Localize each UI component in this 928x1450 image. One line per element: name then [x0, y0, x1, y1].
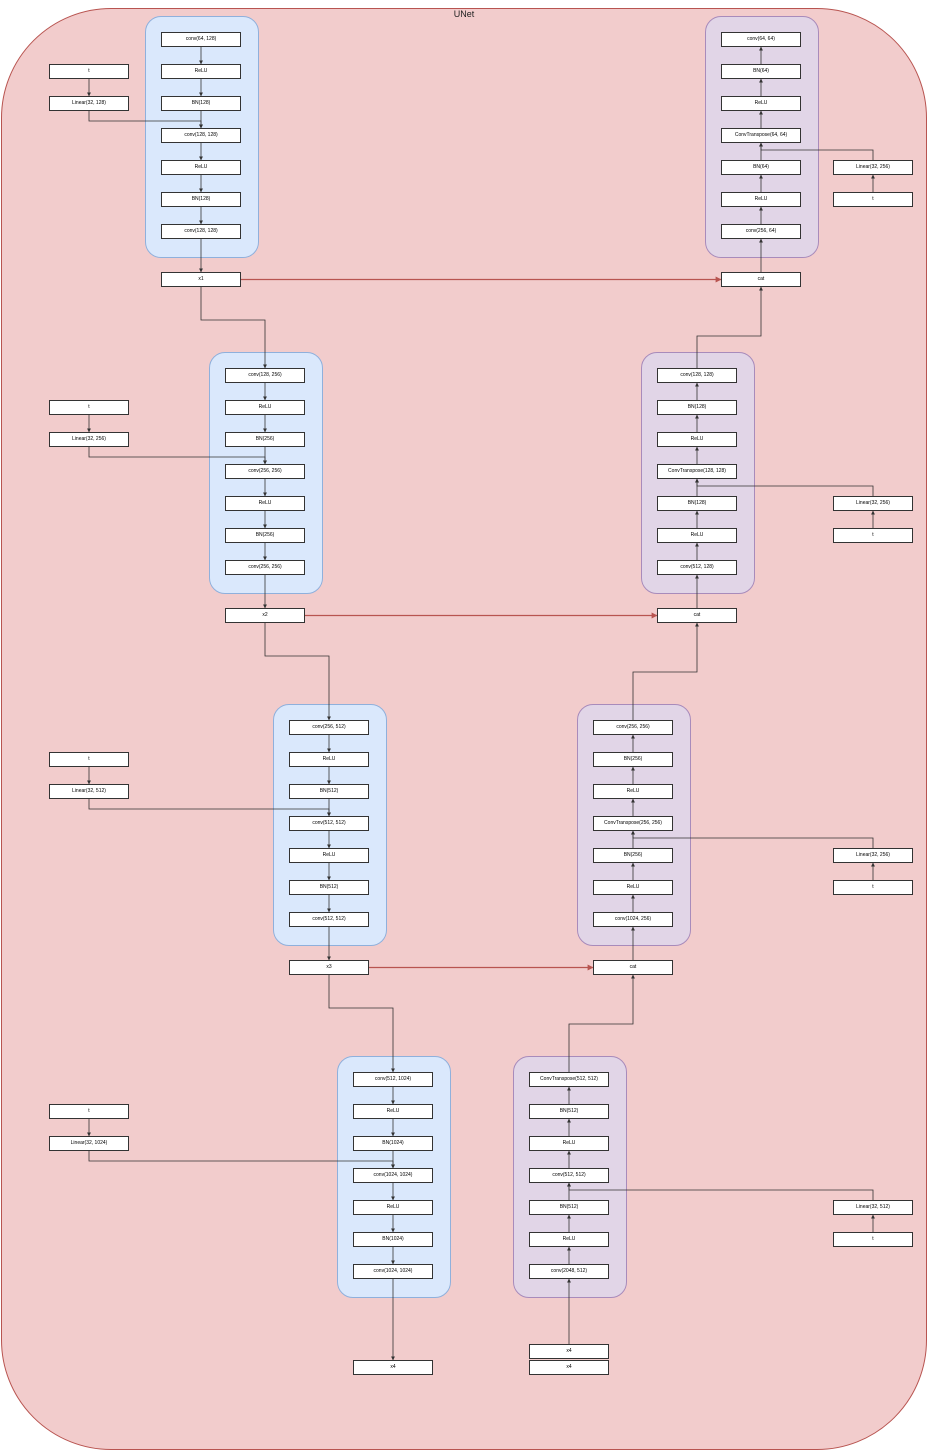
- encoder-3-layer: ReLU: [289, 752, 369, 767]
- decoder-1-layer: conv(256, 64): [721, 224, 801, 239]
- time-input: t: [833, 192, 913, 207]
- encoder-2-layer: conv(256, 256): [225, 560, 305, 575]
- encoder-4-layer: ReLU: [353, 1104, 433, 1119]
- decoder-3-layer: BN(256): [593, 848, 673, 863]
- time-input: t: [49, 752, 129, 767]
- decoder-3-layer: ConvTranspose(256, 256): [593, 816, 673, 831]
- decoder-1-layer: BN(64): [721, 64, 801, 79]
- decoder-1-layer: ReLU: [721, 96, 801, 111]
- encoder-2-layer: ReLU: [225, 496, 305, 511]
- encoder-1-layer: BN(128): [161, 96, 241, 111]
- encoder-3-layer: conv(256, 512): [289, 720, 369, 735]
- time-inject-edge: [567, 1182, 874, 1200]
- decoder-3-layer: BN(256): [593, 752, 673, 767]
- encoder-2-layer: BN(256): [225, 432, 305, 447]
- encoder-3-layer: conv(512, 512): [289, 816, 369, 831]
- time-input: t: [49, 400, 129, 415]
- time-linear: Linear(32, 512): [833, 1200, 913, 1215]
- diagram-title: UNet: [453, 9, 475, 19]
- encoder-1-layer: ReLU: [161, 160, 241, 175]
- decoder-4-layer: ReLU: [529, 1136, 609, 1151]
- encoder-2-layer: conv(128, 256): [225, 368, 305, 383]
- decoder-1-layer: conv(64, 64): [721, 32, 801, 47]
- encoder-2-layer: ReLU: [225, 400, 305, 415]
- time-input: t: [833, 1232, 913, 1247]
- unet-diagram: UNet conv(64, 128) ReLU BN(128) conv(128, 1…: [1, 8, 927, 1450]
- up-edge: [568, 974, 635, 1072]
- decoder-4-layer: conv(2048, 512): [529, 1264, 609, 1279]
- skip-output-x4: x4: [353, 1360, 433, 1375]
- down-edge: [200, 287, 267, 369]
- encoder-1-layer: conv(128, 128): [161, 128, 241, 143]
- time-linear: Linear(32, 512): [49, 784, 129, 799]
- decoder-4-layer: ReLU: [529, 1232, 609, 1247]
- concat-node: cat: [657, 608, 737, 623]
- time-inject-edge: [759, 142, 874, 160]
- concat-node: cat: [593, 960, 673, 975]
- decoder-4-layer: BN(512): [529, 1104, 609, 1119]
- time-input: t: [833, 528, 913, 543]
- time-input: t: [833, 880, 913, 895]
- encoder-1-layer: ReLU: [161, 64, 241, 79]
- bottleneck-input: x4: [529, 1344, 609, 1359]
- decoder-4-layer: conv(512, 512): [529, 1168, 609, 1183]
- decoder-2-layer: conv(512, 128): [657, 560, 737, 575]
- encoder-3-layer: ReLU: [289, 848, 369, 863]
- decoder-1-layer: ReLU: [721, 192, 801, 207]
- encoder-3-layer: BN(512): [289, 784, 369, 799]
- encoder-3-layer: conv(512, 512): [289, 912, 369, 927]
- time-linear: Linear(32, 1024): [49, 1136, 129, 1151]
- encoder-4-layer: conv(1024, 1024): [353, 1168, 433, 1183]
- decoder-4-layer: ConvTranspose(512, 512): [529, 1072, 609, 1087]
- time-inject-edge: [88, 799, 331, 817]
- time-input: t: [49, 1104, 129, 1119]
- encoder-2-layer: conv(256, 256): [225, 464, 305, 479]
- encoder-4-layer: ReLU: [353, 1200, 433, 1215]
- time-inject-edge: [88, 111, 203, 129]
- decoder-2-layer: ReLU: [657, 528, 737, 543]
- decoder-3-layer: conv(1024, 256): [593, 912, 673, 927]
- up-edge: [632, 622, 699, 720]
- time-linear: Linear(32, 256): [833, 848, 913, 863]
- skip-output-x3: x3: [289, 960, 369, 975]
- time-linear: Linear(32, 256): [833, 160, 913, 175]
- encoder-2-layer: BN(256): [225, 528, 305, 543]
- time-linear: Linear(32, 128): [49, 96, 129, 111]
- time-inject-edge: [695, 478, 874, 496]
- down-edge: [328, 975, 395, 1073]
- decoder-3-layer: ReLU: [593, 784, 673, 799]
- skip-output-x2: x2: [225, 608, 305, 623]
- encoder-4-layer: BN(1024): [353, 1136, 433, 1151]
- edge-layer: [87, 46, 875, 1361]
- encoder-4-layer: conv(512, 1024): [353, 1072, 433, 1087]
- decoder-3-layer: conv(256, 256): [593, 720, 673, 735]
- decoder-2-layer: BN(128): [657, 400, 737, 415]
- time-inject-edge: [631, 830, 874, 848]
- encoder-3-layer: BN(512): [289, 880, 369, 895]
- encoder-4-layer: conv(1024, 1024): [353, 1264, 433, 1279]
- decoder-2-layer: ConvTranspose(128, 128): [657, 464, 737, 479]
- decoder-2-layer: BN(128): [657, 496, 737, 511]
- encoder-1-layer: conv(128, 128): [161, 224, 241, 239]
- concat-node: cat: [721, 272, 801, 287]
- decoder-1-layer: BN(64): [721, 160, 801, 175]
- decoder-4-layer: BN(512): [529, 1200, 609, 1215]
- decoder-1-layer: ConvTranspose(64, 64): [721, 128, 801, 143]
- decoder-2-layer: conv(128, 128): [657, 368, 737, 383]
- bottleneck-input: x4: [529, 1360, 609, 1375]
- encoder-1-layer: BN(128): [161, 192, 241, 207]
- up-edge: [696, 286, 763, 368]
- encoder-1-layer: conv(64, 128): [161, 32, 241, 47]
- time-inject-edge: [88, 447, 267, 465]
- decoder-2-layer: ReLU: [657, 432, 737, 447]
- decoder-3-layer: ReLU: [593, 880, 673, 895]
- time-input: t: [49, 64, 129, 79]
- down-edge: [264, 623, 331, 721]
- encoder-4-layer: BN(1024): [353, 1232, 433, 1247]
- time-linear: Linear(32, 256): [49, 432, 129, 447]
- time-inject-edge: [88, 1151, 395, 1169]
- time-linear: Linear(32, 256): [833, 496, 913, 511]
- skip-output-x1: x1: [161, 272, 241, 287]
